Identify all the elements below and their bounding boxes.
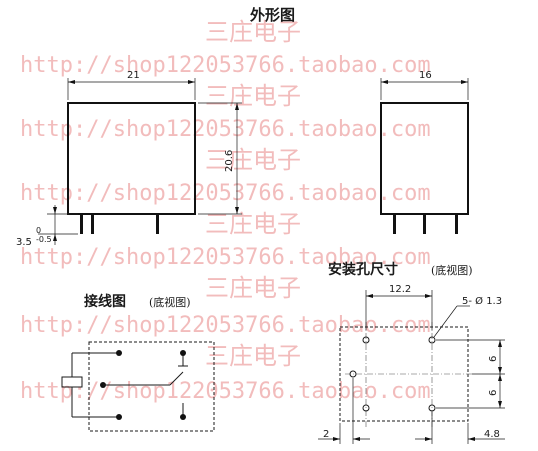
relay-body-front: [67, 102, 196, 215]
wiring-title: 接线图: [84, 293, 126, 310]
wiring-diagram: 接线图 (底视图): [61, 293, 215, 432]
pcb-layout: 安装孔尺寸 (底视图) 12.2 5- Ø 1.3 6 6: [318, 261, 505, 444]
dim-height: 20.6: [224, 150, 235, 172]
watermark-url: http://shop122053766.taobao.com: [20, 379, 431, 404]
mount-hole: [362, 336, 370, 344]
dim-right-offset: 4.8: [484, 429, 500, 440]
dim-pitch-lower: 6: [488, 390, 499, 396]
watermark-url: http://shop122053766.taobao.com: [20, 53, 431, 78]
tolerance-upper: 0: [36, 226, 41, 235]
watermark-cn: 三庄电子: [205, 146, 301, 174]
pcb-note: (底视图): [431, 263, 473, 277]
dim-pitch-upper: 6: [488, 356, 499, 362]
pin: [156, 214, 159, 234]
watermark-cn: 三庄电子: [205, 210, 301, 238]
wiring-outline: [88, 341, 215, 432]
pin: [393, 214, 396, 234]
page-title: 外形图: [249, 6, 295, 24]
tolerance-lower: -0.5: [36, 235, 52, 244]
watermark-url: http://shop122053766.taobao.com: [20, 117, 431, 142]
watermark-layer: 三庄电子 http://shop122053766.taobao.com 三庄电…: [20, 18, 431, 404]
watermark-url: http://shop122053766.taobao.com: [20, 313, 431, 338]
watermark-cn: 三庄电子: [205, 82, 301, 110]
mount-hole: [362, 404, 370, 412]
dim-hole-spacing: 12.2: [389, 284, 411, 295]
mount-hole: [428, 336, 436, 344]
watermark-cn: 三庄电子: [205, 18, 301, 46]
dim-width: 21: [127, 70, 140, 81]
pin: [91, 214, 94, 234]
pcb-title: 安装孔尺寸: [328, 261, 398, 278]
mount-hole: [349, 370, 357, 378]
watermark-cn: 三庄电子: [205, 342, 301, 370]
watermark-url: http://shop122053766.taobao.com: [20, 181, 431, 206]
wiring-note: (底视图): [149, 295, 191, 309]
front-view: 21 20.6 3.5 0 -0.5: [16, 70, 242, 248]
hole-callout: 5- Ø 1.3: [462, 295, 502, 307]
watermark-cn: 三庄电子: [205, 274, 301, 302]
dim-depth: 16: [419, 70, 432, 81]
pin: [80, 214, 83, 234]
dim-left-offset: 2: [323, 429, 329, 440]
dim-pin-length: 3.5: [16, 237, 32, 248]
mount-hole: [428, 404, 436, 412]
watermark-url: http://shop122053766.taobao.com: [20, 245, 431, 270]
side-view: 16: [380, 70, 469, 234]
pin: [423, 214, 426, 234]
pin: [455, 214, 458, 234]
